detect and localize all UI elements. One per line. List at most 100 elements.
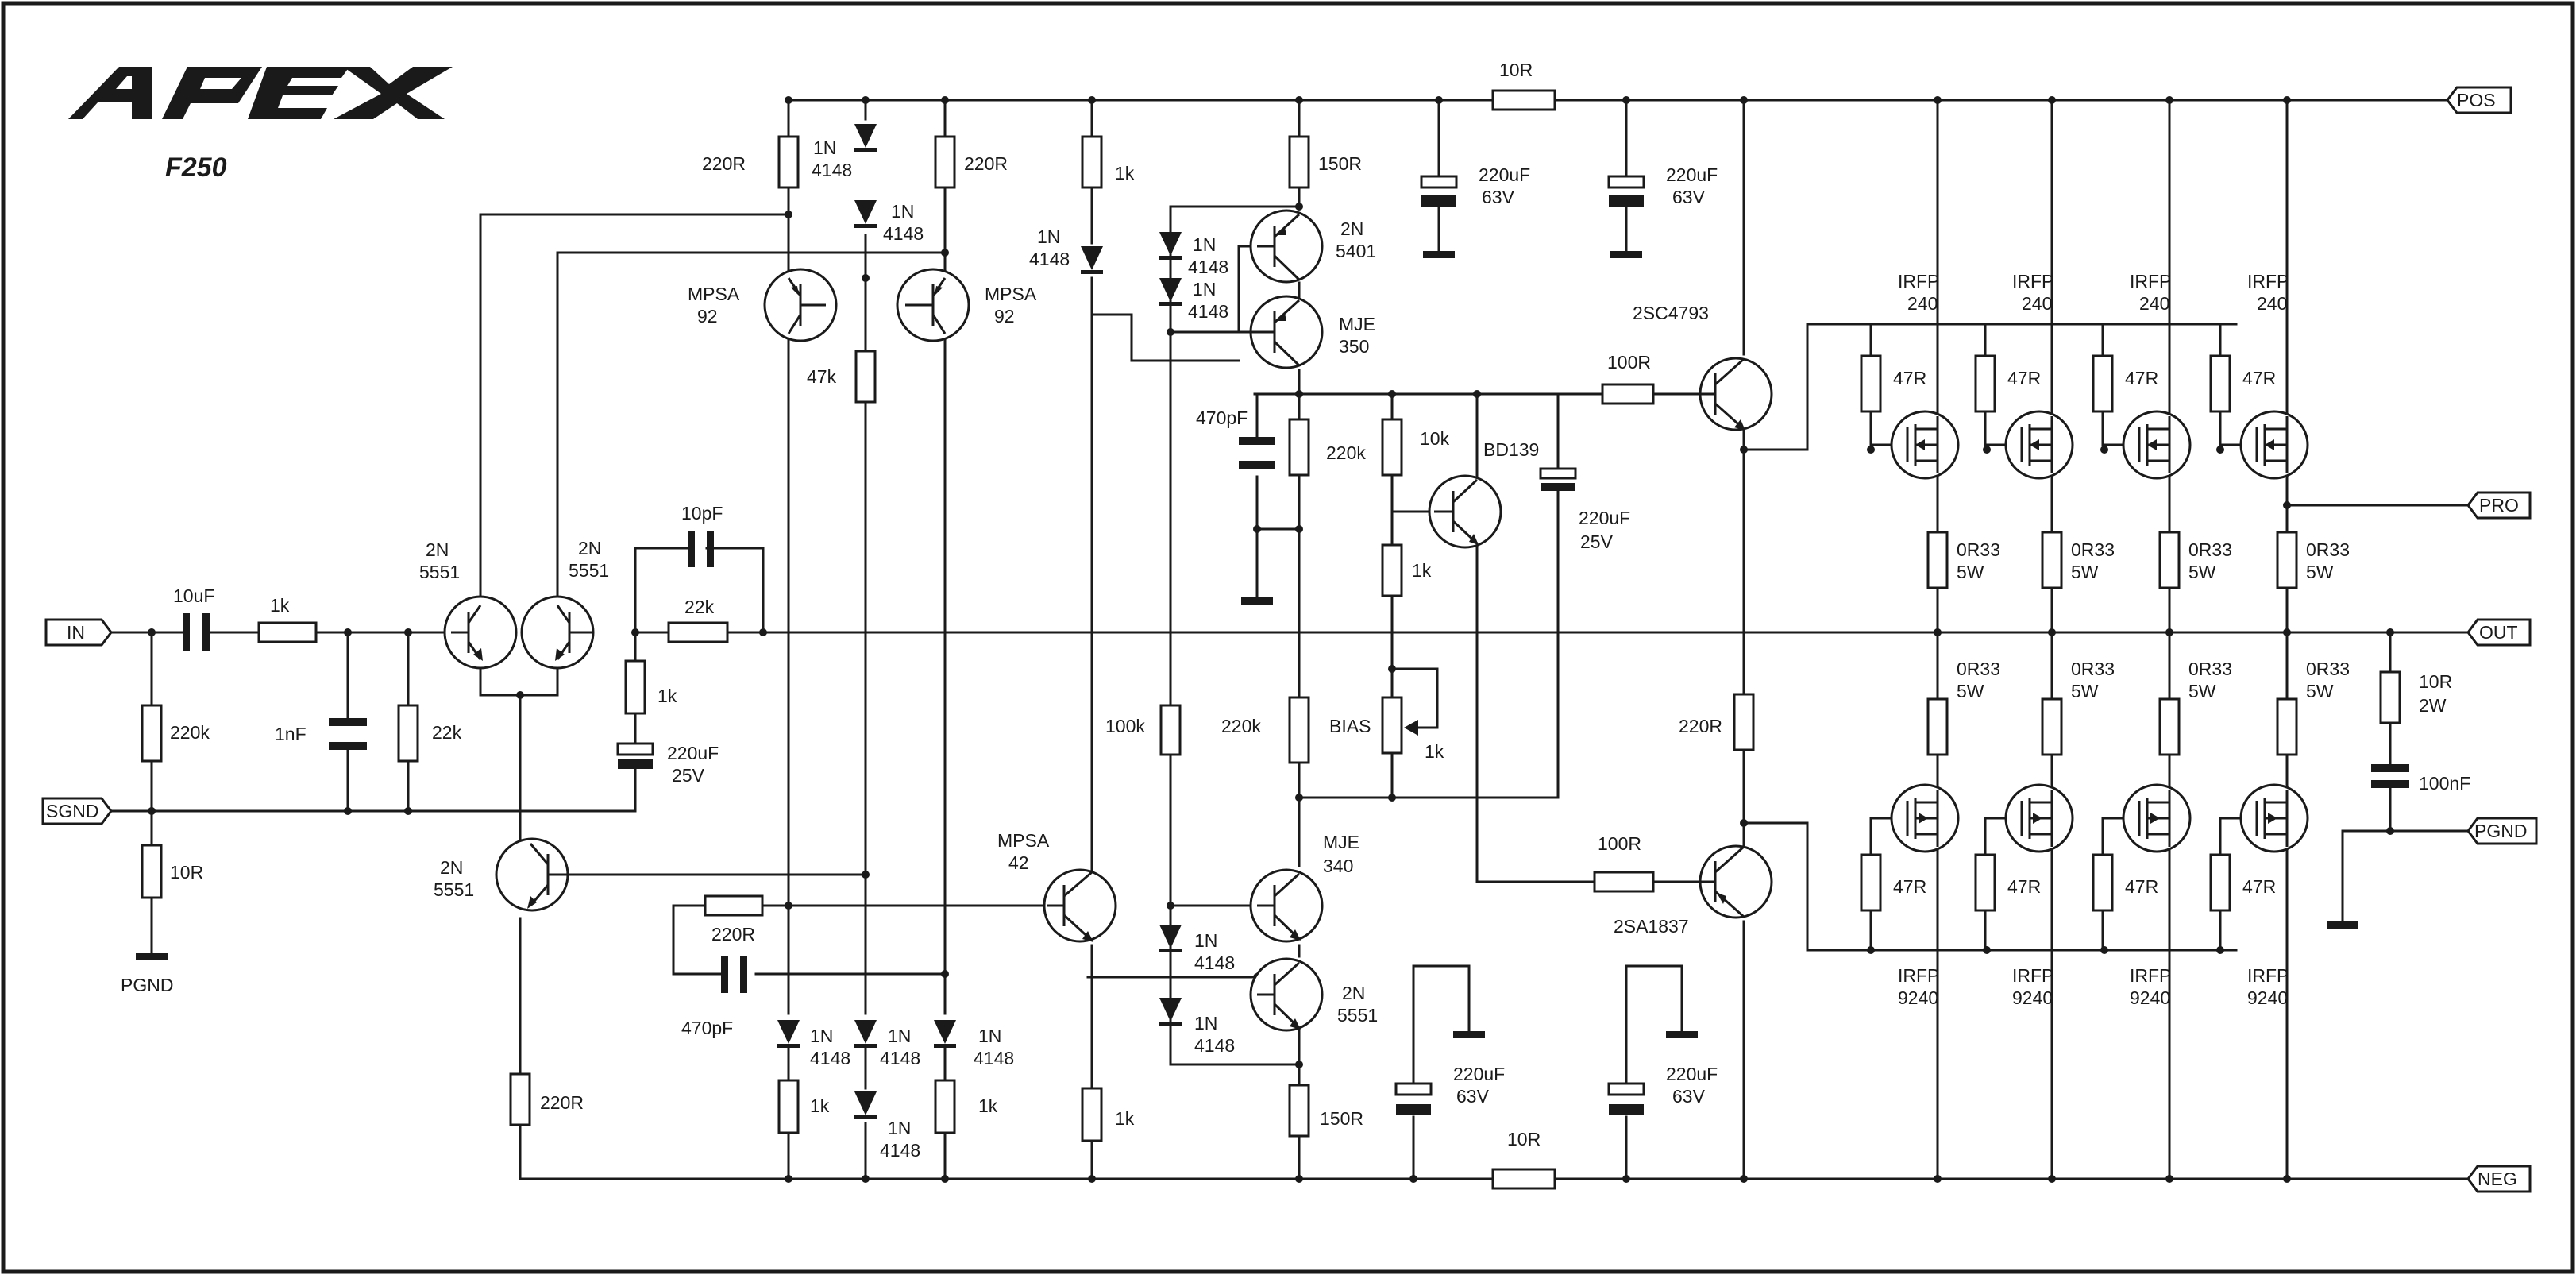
apex-logo	[68, 67, 453, 119]
gate-resistor-label: 47R	[2242, 368, 2276, 388]
c2-bot-label-1: 220uF	[1666, 1064, 1718, 1084]
vas-d3-label-2: 4148	[1029, 249, 1070, 269]
q-mje350-label-2: 350	[1339, 336, 1369, 357]
vas-r-1k-label: 1k	[1115, 163, 1135, 184]
q-2sc4793-label: 2SC4793	[1633, 303, 1709, 323]
capacitors	[183, 175, 2409, 1115]
c-470-top-label: 470pF	[1196, 408, 1248, 428]
r-1k-b-label: 1k	[978, 1095, 998, 1116]
r-100-top-label: 100R	[1607, 352, 1651, 373]
source-resistor	[2041, 697, 2063, 756]
vas-q-right-label-2: 92	[994, 306, 1015, 326]
source-resistor	[2276, 531, 2298, 589]
c2-top-label-2: 63V	[1672, 187, 1706, 207]
junctions	[148, 96, 2394, 1183]
output-mosfets: 0R335W47RIRFP2400R335W47RIRFP2400R335W47…	[1860, 99, 2470, 1180]
gate-resistor	[1860, 853, 1882, 912]
r-tail-label: 220R	[540, 1092, 584, 1113]
q-2sa1837-label: 2SA1837	[1614, 916, 1689, 937]
q-2n5401-label-1: 2N	[1340, 218, 1363, 239]
bjt-transistors	[443, 209, 1773, 1032]
vb-d6-label-1: 1N	[888, 1118, 911, 1138]
vas-d3-label-1: 1N	[1037, 226, 1060, 247]
vb-d5-label-1: 1N	[978, 1026, 1001, 1046]
vb-d4-label-2: 4148	[880, 1048, 920, 1068]
diodes	[777, 124, 1182, 1119]
port-neg: NEG	[2466, 1165, 2532, 1193]
gate-resistor-label: 47R	[1893, 368, 1926, 388]
q-2n5551-bot-label-1: 2N	[1342, 983, 1365, 1003]
c-220-bd-label-1: 220uF	[1579, 508, 1630, 528]
mosfet-rating: 9240	[1898, 987, 1938, 1008]
source-resistor-label: 0R33	[2188, 539, 2232, 560]
vb-d6-label-2: 4148	[880, 1140, 920, 1161]
ground-symbols	[136, 251, 2358, 1038]
c1-top-label-2: 63V	[1482, 187, 1515, 207]
vb-d3-label-1: 1N	[810, 1026, 833, 1046]
drv-da-label-1: 1N	[1193, 234, 1216, 255]
mosfet-rating: 240	[2139, 293, 2169, 314]
vas-r-mid-label: 47k	[807, 366, 837, 387]
c2-bot-label-2: 63V	[1672, 1086, 1706, 1107]
source-resistor-label: 0R33	[2306, 539, 2350, 560]
r-220-bot-label: 220R	[711, 924, 755, 945]
source-resistor-label: 0R33	[1957, 659, 2000, 679]
gate-resistor	[1860, 354, 1882, 413]
mosfet-name: IRFP	[2130, 271, 2171, 292]
drv-db-label-1: 1N	[1193, 279, 1216, 299]
zobel-r-label-1: 10R	[2419, 671, 2452, 692]
labels: 10uF 1k 220k 1nF 22k 10R 2N 5551 2N 5551…	[170, 60, 2470, 1161]
r-10-top-label: 10R	[1499, 60, 1533, 80]
svg-text:POS: POS	[2457, 90, 2496, 110]
source-resistor-rating: 5W	[2306, 681, 2334, 701]
vas-r-right-label: 220R	[964, 153, 1008, 174]
pot-label: 1k	[1425, 741, 1444, 762]
q-tail-label-2: 5551	[434, 879, 474, 900]
mosfet-name: IRFP	[2012, 965, 2053, 986]
gate-resistor	[2092, 354, 2114, 413]
vas-q-left-label-1: MPSA	[688, 284, 740, 304]
r-220k-bot-label: 220k	[1221, 716, 1261, 736]
r-150-bot-label: 150R	[1320, 1108, 1363, 1129]
source-resistor-label: 0R33	[2071, 659, 2115, 679]
vas-q-left-label-2: 92	[697, 306, 718, 326]
mosfet-name: IRFP	[2247, 965, 2289, 986]
zobel-c-label: 100nF	[2419, 773, 2470, 794]
drv-da-label-2: 4148	[1188, 257, 1228, 277]
q-bd139-label: BD139	[1483, 439, 1539, 460]
input-pgnd-label: PGND	[121, 975, 173, 995]
q-2n5401-label-2: 5401	[1336, 241, 1376, 261]
source-resistor	[2041, 531, 2063, 589]
gate-resistor	[2092, 853, 2114, 912]
bias-label: BIAS	[1329, 716, 1371, 736]
mosfet-rating: 240	[1907, 293, 1938, 314]
r-1k-c-label: 1k	[1115, 1108, 1135, 1129]
vb-d4-label-1: 1N	[888, 1026, 911, 1046]
q-tail-label-1: 2N	[440, 857, 463, 878]
r-100k-label: 100k	[1105, 716, 1145, 736]
c-rf-label: 1nF	[275, 724, 307, 744]
q-mje340-label-1: MJE	[1323, 832, 1359, 852]
q2-label-2: 5551	[569, 560, 609, 581]
port-out: OUT	[2466, 618, 2532, 647]
q-2n5551-bot-label-2: 5551	[1337, 1005, 1378, 1026]
svg-text:PRO: PRO	[2479, 495, 2519, 516]
source-resistor	[2158, 697, 2181, 756]
gate-resistor-label: 47R	[1893, 876, 1926, 897]
drv-db-label-2: 4148	[1188, 301, 1228, 322]
source-resistor-label: 0R33	[1957, 539, 2000, 560]
c-fb-label: 10pF	[681, 503, 723, 524]
c-fb2-label-1: 220uF	[667, 743, 719, 763]
vas-d2-label-2: 4148	[883, 223, 924, 244]
c1-bot-label-1: 220uF	[1453, 1064, 1505, 1084]
mosfet-name: IRFP	[2130, 965, 2171, 986]
gate-resistor-label: 47R	[2007, 368, 2041, 388]
wiring	[110, 99, 2470, 1180]
source-resistor	[2276, 697, 2298, 756]
r-10-bot-label: 10R	[1507, 1129, 1541, 1149]
port-pgnd: PGND	[2466, 817, 2538, 845]
r-fb-label: 22k	[684, 597, 715, 617]
r-fb2-label: 1k	[657, 686, 677, 706]
c-fb2-label-2: 25V	[672, 765, 705, 786]
r-1k-a-label: 1k	[810, 1095, 830, 1116]
